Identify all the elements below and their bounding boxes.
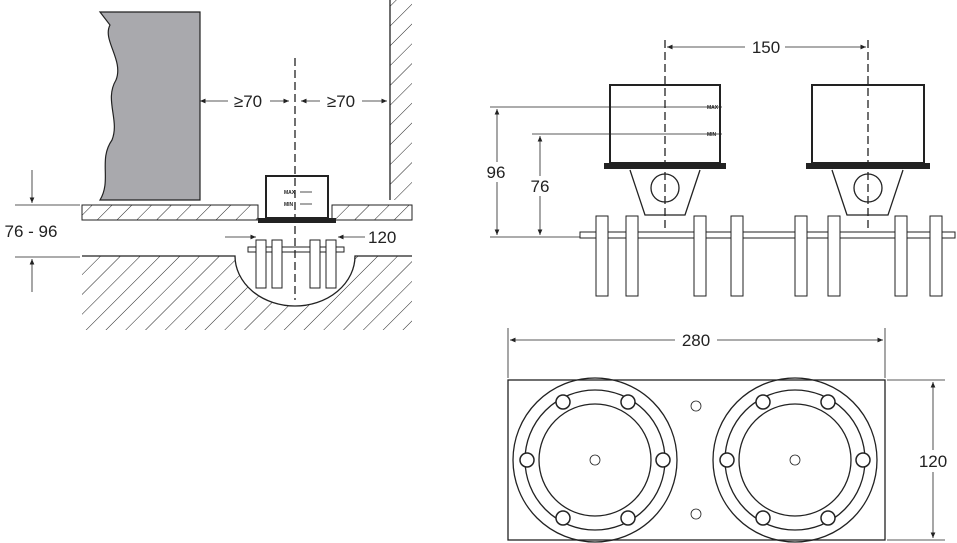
depth-range-dim: 76 - 96 — [5, 222, 58, 241]
front-max-label: MAX — [707, 105, 719, 111]
mounting-plate — [579, 231, 956, 239]
wall-block — [98, 11, 201, 201]
front-anchors — [595, 215, 943, 297]
screws — [519, 394, 871, 526]
clearance-right-dim: ≥70 — [327, 92, 355, 111]
right-wall-hatch — [390, 0, 412, 200]
height-min-dim: 76 — [531, 177, 550, 196]
front-min-label: MIN — [707, 132, 717, 138]
anchors — [255, 239, 337, 289]
max-label: MAX — [284, 190, 296, 196]
width-top-dim: 120 — [919, 452, 947, 471]
side-view: MAX MIN ≥70 ≥70 76 - 96 120 — [5, 0, 413, 330]
height-max-dim: 96 — [487, 163, 506, 182]
min-label: MIN — [284, 202, 294, 208]
mounting-box — [265, 175, 329, 219]
floor-hatch-left — [81, 204, 259, 221]
width-dim: 120 — [368, 228, 396, 247]
floor-hatch-right — [331, 204, 413, 221]
clearance-left-dim: ≥70 — [234, 92, 262, 111]
front-view: MAX MIN 150 96 76 — [484, 36, 956, 297]
ground-hatch — [82, 256, 412, 330]
top-view: 280 120 — [507, 328, 955, 543]
length-dim: 280 — [682, 331, 710, 350]
spacing-dim: 150 — [752, 38, 780, 57]
